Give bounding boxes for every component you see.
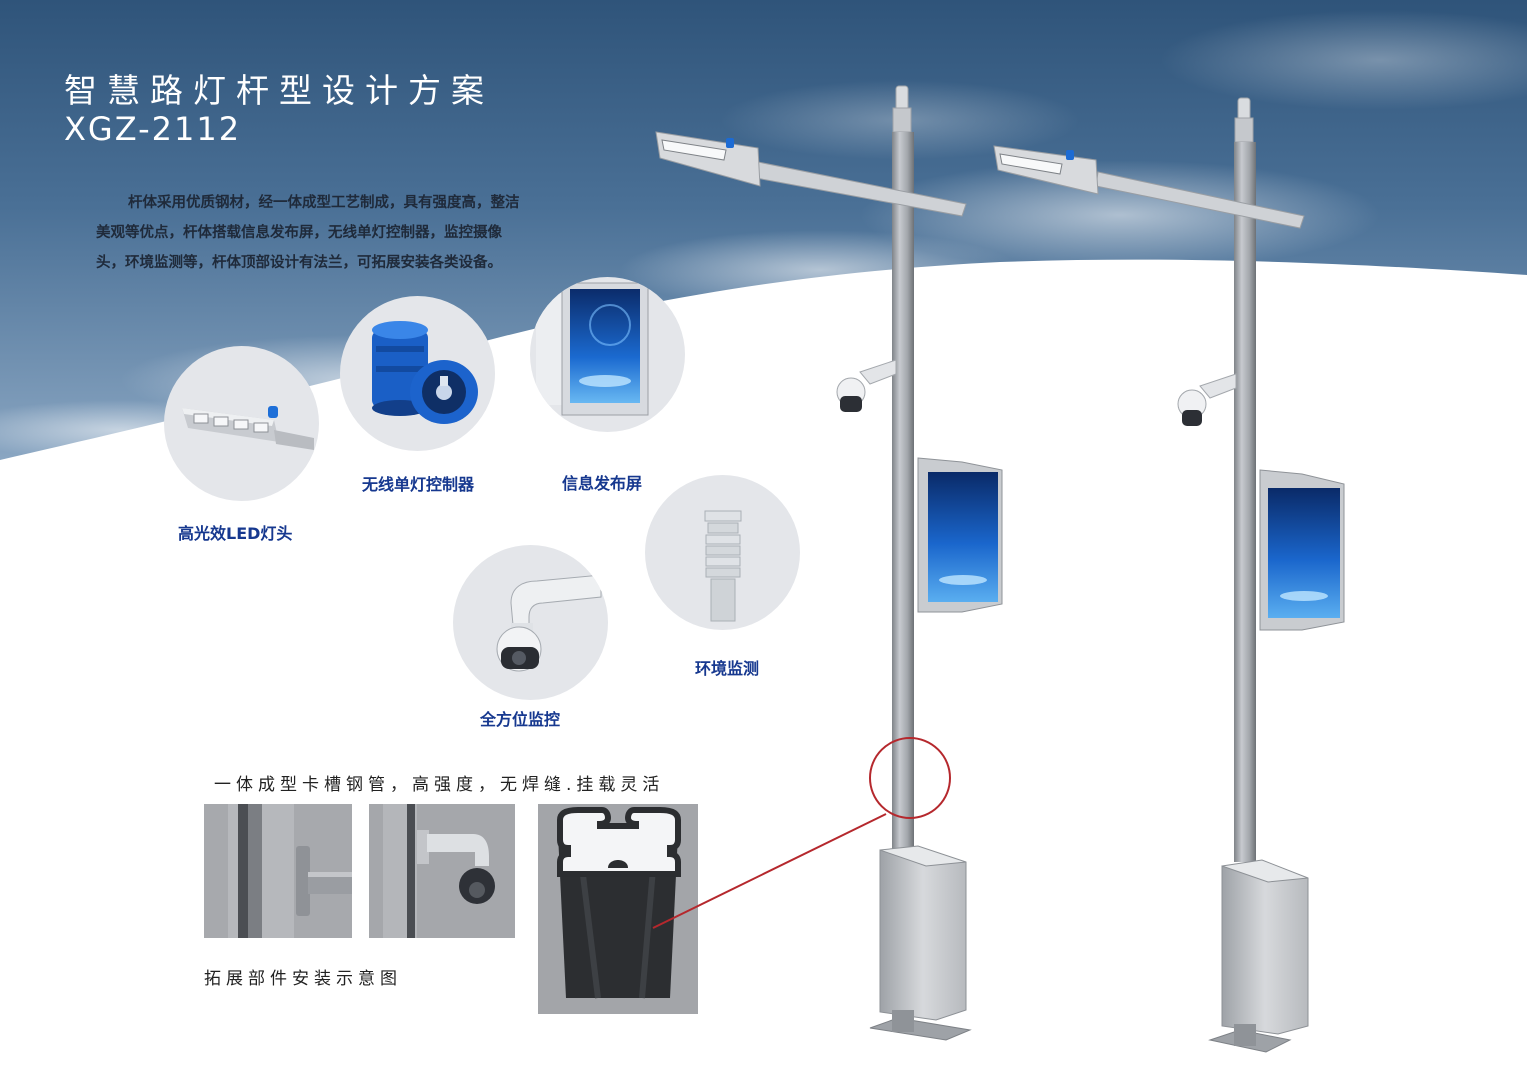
mounting-caption: 拓展部件安装示意图 [204, 969, 402, 989]
street-light-pole-left [652, 85, 1003, 1041]
pipe-caption: 一体成型卡槽钢管，高强度，无焊缝.挂载灵活 [214, 775, 665, 795]
pointer-line [652, 813, 887, 929]
component-label-environment: 环境监测 [695, 659, 760, 678]
component-label-screen: 信息发布屏 [562, 474, 643, 493]
pipe-cross-section-photo [538, 804, 698, 1014]
pipe-cross-section-image [557, 807, 681, 999]
component-label-led: 高光效LED灯头 [178, 524, 293, 543]
component-label-camera: 全方位监控 [480, 710, 561, 729]
model-number: XGZ-2112 [64, 110, 242, 148]
led-lamp-head-circle [164, 346, 319, 501]
pipe-camera-image [383, 804, 495, 938]
info-display-screen-icon [536, 282, 649, 416]
pipe-bracket-photo [204, 804, 352, 938]
wireless-controller-icon [372, 321, 478, 424]
ptz-camera-icon [496, 574, 602, 672]
environment-sensor-icon [704, 510, 742, 622]
ptz-camera-circle [453, 545, 608, 700]
component-label-controller: 无线单灯控制器 [362, 475, 475, 494]
description-text: 杆体采用优质钢材，经一体成型工艺制成，具有强度高，整洁美观等优点，杆体搭载信息发… [96, 195, 520, 271]
environment-sensor-circle [645, 475, 800, 630]
led-lamp-head-icon [182, 406, 314, 450]
pipe-camera-photo [369, 804, 515, 938]
page-title: 智慧路灯杆型设计方案 [64, 71, 494, 110]
wireless-controller-circle [340, 296, 495, 451]
street-light-pole-right [993, 97, 1345, 1053]
pipe-bracket-image [228, 804, 352, 938]
highlight-ring [869, 737, 951, 819]
info-display-circle [530, 277, 685, 432]
